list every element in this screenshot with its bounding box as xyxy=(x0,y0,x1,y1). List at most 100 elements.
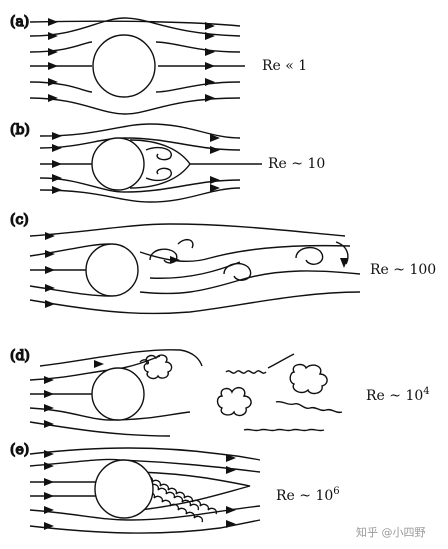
streamline xyxy=(29,81,93,93)
turbulent-wake xyxy=(143,475,218,515)
panel-b: (b) Re ~ 10 xyxy=(9,121,325,203)
arrow-icon xyxy=(44,450,54,458)
streamline xyxy=(29,519,261,534)
arrow-icon xyxy=(205,62,215,70)
eddy-cluster xyxy=(289,363,328,395)
streamline xyxy=(39,349,203,367)
panel-d: (d) Re ~ 104 xyxy=(9,347,430,437)
panel-e-label: (e) xyxy=(10,442,29,458)
arrow-icon xyxy=(48,32,58,40)
arrow-icon xyxy=(210,184,220,192)
streamline xyxy=(29,355,161,381)
streamline xyxy=(29,505,261,521)
arrow-icon xyxy=(48,94,58,102)
arrow-icon xyxy=(44,492,54,500)
arrow-icon xyxy=(45,232,55,240)
eddy xyxy=(145,167,172,182)
arrow-icon xyxy=(340,258,348,268)
turbulent-wisp xyxy=(243,428,325,432)
arrow-icon xyxy=(226,466,236,474)
turbulent-wake xyxy=(149,483,200,511)
arrow-icon xyxy=(48,62,58,70)
arrow-icon xyxy=(210,134,220,142)
turbulent-wisp xyxy=(225,370,267,374)
streamline xyxy=(155,81,241,93)
panel-d-reynolds: Re ~ 104 xyxy=(366,386,430,404)
arrow-icon xyxy=(94,360,104,368)
arrow-icon xyxy=(205,78,215,86)
streamline xyxy=(29,41,93,53)
arrow-icon xyxy=(226,454,236,462)
turbulent-wake xyxy=(145,491,204,523)
arrow-icon xyxy=(45,300,55,308)
arrow-icon xyxy=(44,420,54,428)
panel-a-label: (a) xyxy=(10,14,29,30)
streamline xyxy=(29,291,361,315)
turbulent-wisp xyxy=(267,353,295,369)
panel-a: (a) Re « 1 xyxy=(9,13,307,115)
panel-a-reynolds: Re « 1 xyxy=(262,58,307,74)
arrow-icon xyxy=(44,404,54,412)
eddy xyxy=(149,248,178,264)
arrow-icon xyxy=(210,176,220,184)
panel-b-reynolds: Re ~ 10 xyxy=(268,156,325,172)
eddy xyxy=(295,247,324,265)
arrow-icon xyxy=(45,284,55,292)
arrow-icon xyxy=(205,22,215,30)
streamline xyxy=(29,20,241,27)
streamline xyxy=(39,137,241,151)
arrow-icon xyxy=(205,32,215,40)
cylinder xyxy=(92,34,156,98)
streamline xyxy=(39,187,241,203)
eddy xyxy=(335,241,349,265)
streamline xyxy=(29,407,191,421)
arrow-icon xyxy=(205,94,215,102)
panel-d-label: (d) xyxy=(10,348,30,364)
arrow-icon xyxy=(210,146,220,154)
arrow-icon xyxy=(48,78,58,86)
arrow-icon xyxy=(44,478,54,486)
arrow-icon xyxy=(44,376,54,384)
arrow-icon xyxy=(52,132,62,140)
streamline xyxy=(29,223,346,237)
streamline xyxy=(29,447,261,461)
arrow-icon xyxy=(52,174,62,182)
arrow-icon xyxy=(52,186,62,194)
arrow-icon xyxy=(44,506,54,514)
eddy-cluster xyxy=(143,354,173,380)
watermark: 知乎 @小四野 xyxy=(356,525,426,539)
turbulent-wisp xyxy=(275,400,343,414)
arrow-icon xyxy=(52,144,62,152)
streamline xyxy=(155,41,241,53)
wake-boundary xyxy=(129,139,191,189)
eddy xyxy=(139,359,150,365)
panel-c-label: (c) xyxy=(10,212,29,228)
eddy xyxy=(177,238,194,249)
arrow-icon xyxy=(52,160,62,168)
panel-e-reynolds: Re ~ 106 xyxy=(276,486,340,504)
wake-boundary xyxy=(139,471,251,511)
arrow-icon xyxy=(226,520,236,528)
arrow-icon xyxy=(226,506,236,514)
panel-b-label: (b) xyxy=(10,122,30,138)
eddy xyxy=(145,146,172,161)
panel-c-reynolds: Re ~ 100 xyxy=(370,262,436,278)
arrow-icon xyxy=(44,462,54,470)
arrow-icon xyxy=(45,250,55,258)
arrow-icon xyxy=(45,266,55,274)
streamline xyxy=(29,97,241,115)
panel-c: (c) Re ~ 100 xyxy=(9,211,436,315)
cylinder xyxy=(94,459,154,519)
streamline xyxy=(29,285,111,297)
arrow-icon xyxy=(44,390,54,398)
streamline xyxy=(139,244,351,263)
arrow-icon xyxy=(44,522,54,530)
streamline xyxy=(39,123,241,139)
eddy-cluster xyxy=(216,386,252,417)
streamline xyxy=(29,243,111,257)
arrow-icon xyxy=(48,18,58,26)
cylinder xyxy=(91,137,145,191)
streamline xyxy=(39,177,241,193)
streamline xyxy=(149,261,241,279)
